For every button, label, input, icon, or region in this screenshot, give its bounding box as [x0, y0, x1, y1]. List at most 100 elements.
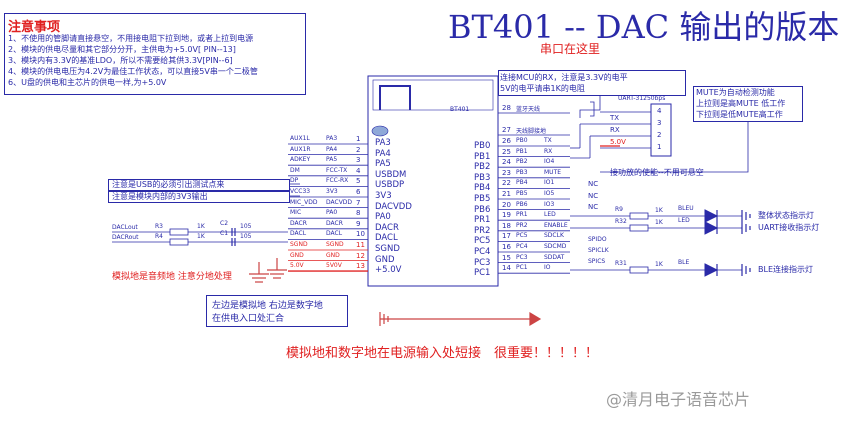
- right-net-17: PC5: [516, 232, 528, 240]
- left-pin-label-3: PA5: [375, 159, 391, 170]
- led-color-0: BLEU: [678, 205, 694, 212]
- uart-connector-name: UART-31250bps: [618, 95, 666, 102]
- right-pin-number-21: 21: [502, 190, 511, 198]
- left-net-5: DP: [290, 177, 299, 185]
- right-net-26: PB0: [516, 137, 528, 144]
- right-net-27: 天线脚接地: [516, 128, 547, 135]
- left-pin-number-6: 6: [356, 188, 361, 196]
- nc-label-3: NC: [588, 203, 599, 211]
- left-pin-number-2: 2: [356, 145, 361, 154]
- usb-note: 注意是USB的必须引出测试点来: [112, 180, 225, 189]
- mute-note-line-2: 上拉则是高MUTE 低工作: [696, 99, 786, 108]
- right-pin-number-25: 25: [502, 147, 511, 156]
- led-name-0: 整体状态指示灯: [758, 211, 814, 220]
- right-pin-number-14: 14: [502, 264, 511, 273]
- left-pin-number-3: 3: [356, 156, 361, 165]
- antenna-area: [372, 79, 494, 111]
- right-net2-17: SDCLK: [544, 232, 564, 240]
- uart-connector-pin-1: 1: [657, 143, 662, 151]
- left-pin-label-9: DACR: [375, 222, 399, 233]
- led-rval-0: 1K: [655, 207, 663, 214]
- led-color-2: BLE: [678, 259, 690, 266]
- left-net2-10: DACL: [326, 230, 343, 238]
- right-net-18: PR2: [516, 221, 528, 229]
- right-net-15: PC3: [516, 253, 528, 261]
- sd-label-spido: SPIDO: [588, 236, 607, 243]
- right-net2-15: SDDAT: [544, 253, 565, 261]
- mute-note-leader: [600, 104, 749, 173]
- left-net-2: AUX1R: [290, 145, 311, 153]
- right-pin-label-20: PB6: [474, 204, 491, 215]
- serial-note-box: [498, 70, 686, 96]
- serial-note-line-1: 连接MCU的RX，注意是3.3V的电平: [500, 73, 628, 82]
- right-net2-16: SDCMD: [544, 243, 567, 250]
- note-line-2: 2、模块的供电尽量和其它部分分开，主供电为+5.0V[ PIN--13]: [8, 45, 236, 54]
- dac-output-1: DACRout: [112, 234, 139, 241]
- right-net2-20: IO3: [544, 200, 555, 208]
- sd-label-spiclk: SPICLK: [588, 247, 609, 254]
- left-pin-number-10: 10: [356, 230, 365, 239]
- right-pin-number-18: 18: [502, 221, 511, 230]
- left-pin-number-7: 7: [356, 198, 361, 207]
- note-line-4: 4、模块的供电电压为4.2V为最佳工作状态，可以直接5V串一个二极管: [8, 67, 258, 76]
- right-net-14: PC1: [516, 264, 528, 272]
- dac-resistor-0: [169, 228, 189, 236]
- right-pin-label-14: PC1: [474, 268, 491, 279]
- right-pin-label-24: PB2: [474, 162, 491, 173]
- left-pin-label-10: DACL: [375, 233, 398, 244]
- serial-bracket: [590, 101, 595, 117]
- right-net2-18: ENABLE: [544, 221, 568, 229]
- uart-signal-0: TX: [610, 114, 620, 122]
- mute-note-box: [693, 86, 803, 122]
- left-pin-label-2: PA4: [375, 148, 391, 159]
- right-pin-number-15: 15: [502, 253, 511, 262]
- right-pin-number-17: 17: [502, 232, 511, 241]
- led-resistor-2: [629, 266, 649, 274]
- dac-rval-0: 1K: [197, 223, 205, 230]
- left-net-4: DM: [290, 166, 300, 174]
- note-line-3: 3、模块内有3.3V的基准LDO，所以不需要给其供3.3V[PIN--6]: [8, 56, 233, 65]
- dac-cap-0: C2: [220, 220, 229, 227]
- right-net2-19: LED: [544, 211, 556, 219]
- right-net-22: PB4: [516, 179, 528, 187]
- right-pin-number-28: 28: [502, 104, 511, 112]
- right-pin-label-26: PB0: [474, 141, 491, 151]
- right-pin-label-22: PB4: [474, 183, 491, 194]
- dac-cap-1: C1: [220, 230, 229, 237]
- right-net2-24: IO4: [544, 158, 555, 166]
- led-rval-1: 1K: [655, 219, 663, 226]
- notes-title: 注意事项: [8, 20, 61, 35]
- ground-box-line-1: 左边是模拟地 右边是数字地: [212, 301, 323, 311]
- left-net-7: MIC_VDD: [290, 198, 318, 206]
- right-net-25: PB1: [516, 147, 528, 155]
- uart-connector-pin-3: 3: [657, 119, 662, 127]
- led-res-1: R32: [615, 218, 627, 225]
- left-net-9: DACR: [290, 219, 307, 227]
- right-net2-14: IO: [544, 264, 551, 272]
- left-net2-11: SGND: [326, 241, 344, 248]
- mute-note-line-1: MUTE为自动检测功能: [696, 88, 775, 97]
- uart-connector-pin-2: 2: [657, 131, 662, 139]
- ground-box: [206, 295, 348, 327]
- right-pin-label-17: PC5: [474, 236, 491, 247]
- right-pin-label-25: PB1: [474, 151, 491, 162]
- left-net2-13: 5V0V: [326, 262, 342, 270]
- digital-ground-symbol: [267, 258, 287, 279]
- left-pin-number-13: 13: [356, 262, 365, 271]
- right-net2-26: TX: [544, 137, 552, 144]
- left-pin-label-1: PA3: [375, 138, 391, 148]
- dac-cval-1: 105: [240, 233, 252, 240]
- left-net-6: VCC33: [290, 188, 311, 195]
- right-net-20: PB6: [516, 200, 528, 208]
- watermark: @清月电子语音芯片: [606, 390, 751, 409]
- left-pin-number-9: 9: [356, 219, 361, 228]
- led-color-1: LED: [678, 217, 690, 224]
- left-pin-label-13: +5.0V: [375, 265, 402, 276]
- led-name-1: UART接收指示灯: [758, 223, 820, 232]
- ldo-note-box: [108, 191, 290, 203]
- right-net-24: PB2: [516, 158, 528, 166]
- dac-cval-0: 105: [240, 223, 252, 230]
- left-pin-label-7: DACVDD: [375, 201, 412, 212]
- right-pin-label-18: PR2: [474, 225, 491, 236]
